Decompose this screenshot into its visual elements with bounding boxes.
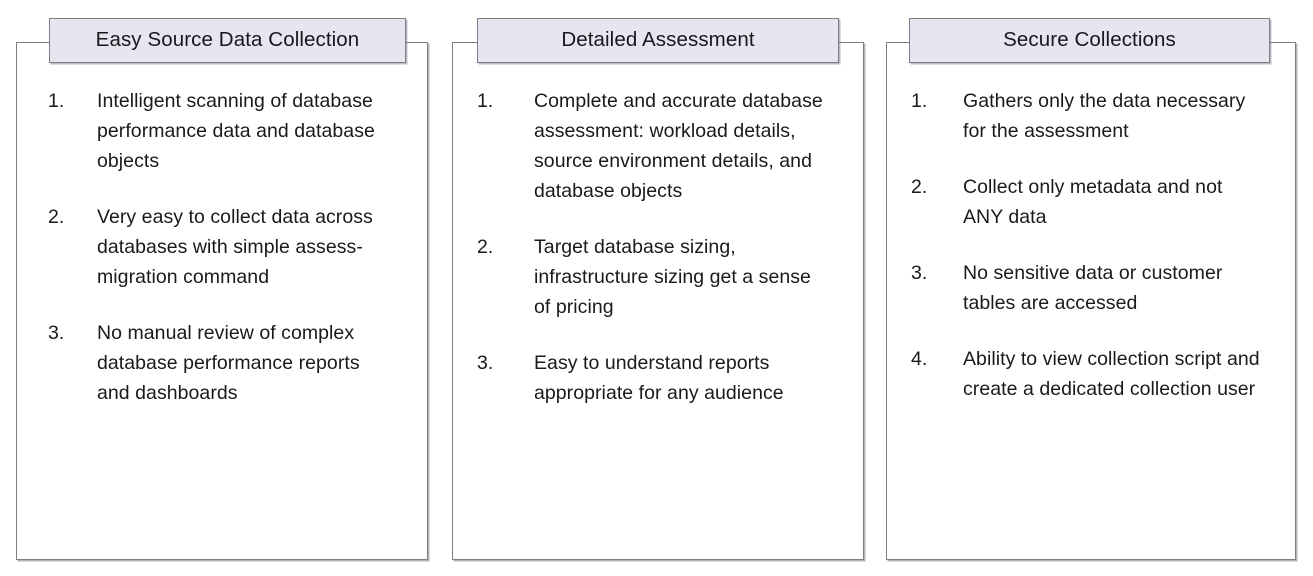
- list-item-text: Easy to understand reports appropriate f…: [534, 352, 784, 404]
- list-item: 4. Ability to view collection script and…: [911, 344, 1263, 404]
- feature-column-easy-source-data-collection: Easy Source Data Collection 1. Intellige…: [16, 0, 428, 576]
- list-item-text: Gathers only the data necessary for the …: [963, 90, 1246, 142]
- list-item-number: 2.: [477, 236, 494, 258]
- list-item-text: Intelligent scanning of database perform…: [97, 90, 375, 172]
- list-item: 3. No sensitive data or customer tables …: [911, 258, 1263, 318]
- list-item: 3. No manual review of complex database …: [48, 318, 388, 408]
- list-item-number: 3.: [911, 262, 928, 284]
- list-item-number: 1.: [48, 90, 65, 112]
- list-item-number: 1.: [477, 90, 494, 112]
- column-title: Detailed Assessment: [561, 28, 755, 52]
- list-item-text: Ability to view collection script and cr…: [963, 348, 1260, 400]
- list-item-text: Complete and accurate database assessmen…: [534, 90, 823, 202]
- column-header-tab[interactable]: Secure Collections: [909, 18, 1270, 63]
- list-item-number: 2.: [48, 206, 65, 228]
- feature-list: 1. Gathers only the data necessary for t…: [911, 86, 1263, 404]
- list-item-number: 3.: [48, 322, 65, 344]
- column-header-tab[interactable]: Easy Source Data Collection: [49, 18, 406, 63]
- list-item-number: 4.: [911, 348, 928, 370]
- list-item-text: Collect only metadata and not ANY data: [963, 176, 1223, 228]
- list-item: 1. Gathers only the data necessary for t…: [911, 86, 1263, 146]
- list-item: 1. Intelligent scanning of database perf…: [48, 86, 388, 176]
- column-title: Secure Collections: [1003, 28, 1176, 52]
- feature-column-secure-collections: Secure Collections 1. Gathers only the d…: [886, 0, 1296, 576]
- feature-list: 1. Intelligent scanning of database perf…: [48, 86, 388, 408]
- list-item-number: 1.: [911, 90, 928, 112]
- list-item-text: Very easy to collect data across databas…: [97, 206, 373, 288]
- feature-list: 1. Complete and accurate database assess…: [477, 86, 827, 408]
- list-item: 3. Easy to understand reports appropriat…: [477, 348, 827, 408]
- list-item: 2. Target database sizing, infrastructur…: [477, 232, 827, 322]
- list-item: 1. Complete and accurate database assess…: [477, 86, 827, 206]
- list-item-text: No sensitive data or customer tables are…: [963, 262, 1223, 314]
- column-header-tab[interactable]: Detailed Assessment: [477, 18, 839, 63]
- list-item: 2. Collect only metadata and not ANY dat…: [911, 172, 1263, 232]
- list-item-number: 2.: [911, 176, 928, 198]
- feature-column-detailed-assessment: Detailed Assessment 1. Complete and accu…: [452, 0, 864, 576]
- column-title: Easy Source Data Collection: [95, 28, 360, 52]
- list-item-text: Target database sizing, infrastructure s…: [534, 236, 811, 318]
- list-item: 2. Very easy to collect data across data…: [48, 202, 388, 292]
- list-item-number: 3.: [477, 352, 494, 374]
- list-item-text: No manual review of complex database per…: [97, 322, 360, 404]
